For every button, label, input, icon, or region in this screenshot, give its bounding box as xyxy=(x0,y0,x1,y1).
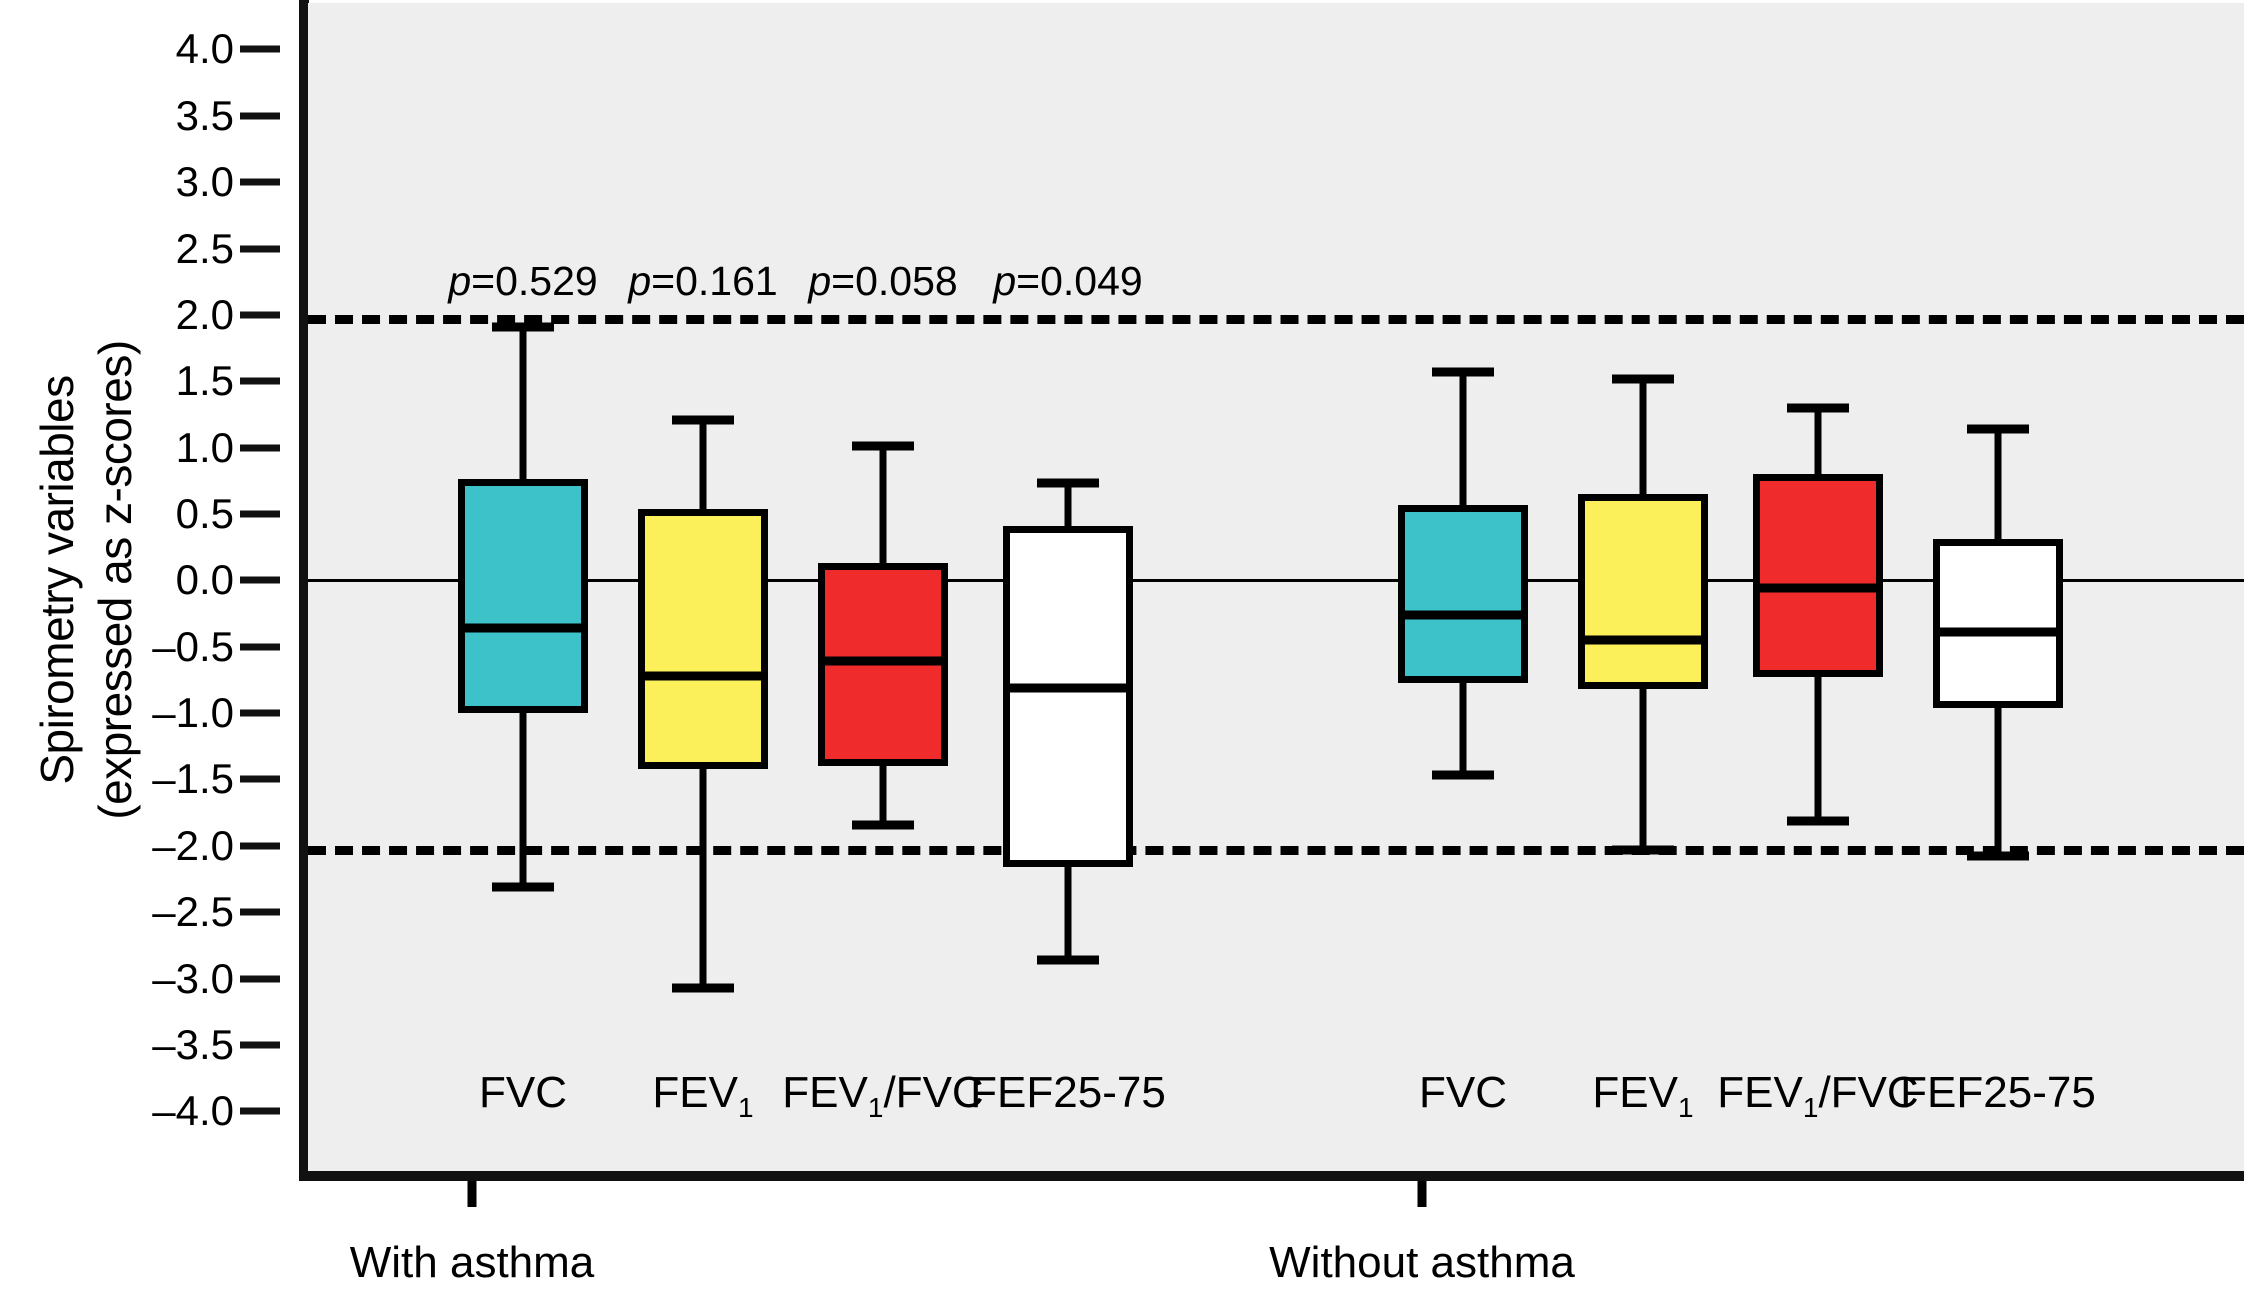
median-line xyxy=(1003,683,1133,693)
category-label: FEV1 xyxy=(652,1068,754,1123)
p-value-annotation: p=0.058 xyxy=(808,258,958,304)
p-value-annotation: p=0.161 xyxy=(628,258,778,304)
whisker-cap-upper xyxy=(672,415,734,425)
x-axis-line xyxy=(299,1171,2244,1181)
whisker-cap-lower xyxy=(852,820,914,830)
whisker-cap-upper xyxy=(1037,478,1099,488)
y-axis-tick-mark xyxy=(240,178,280,186)
whisker-cap-upper xyxy=(492,322,554,332)
box-plot-box[interactable] xyxy=(1398,504,1528,683)
category-label-subscript: 1 xyxy=(738,1092,754,1123)
box-plot-box[interactable] xyxy=(638,508,768,769)
y-axis-line xyxy=(299,0,309,1180)
whisker-cap-upper xyxy=(852,441,914,451)
y-axis-tick-label: –0.5 xyxy=(152,622,234,670)
category-label: FEF25-75 xyxy=(970,1068,1166,1117)
y-axis-tick-label: –1.0 xyxy=(152,689,234,737)
y-axis-tick-mark xyxy=(240,975,280,983)
y-axis-tick-mark xyxy=(240,1107,280,1115)
y-axis-tick-label: 2.5 xyxy=(175,224,234,272)
y-axis-tick-mark xyxy=(240,842,280,850)
median-line xyxy=(638,671,768,681)
y-axis-tick-label: 1.0 xyxy=(175,423,234,471)
category-label: FEF25-75 xyxy=(1900,1068,2096,1117)
zero-line xyxy=(308,579,2244,583)
group-tick-mark xyxy=(467,1181,477,1207)
category-label: FEV1/FVC xyxy=(1717,1068,1919,1123)
y-axis-tick-mark xyxy=(240,510,280,518)
group-label: Without asthma xyxy=(1269,1238,1575,1287)
y-axis-title-line1: Spirometry variables xyxy=(31,375,83,785)
y-axis-tick-mark xyxy=(240,45,280,53)
category-label-subscript: 1 xyxy=(1802,1092,1819,1123)
whisker-cap-lower xyxy=(1037,955,1099,965)
median-line xyxy=(818,656,948,666)
y-axis-tick-label: 3.5 xyxy=(175,91,234,139)
reference-line xyxy=(308,314,2244,324)
median-line xyxy=(1398,610,1528,620)
y-axis-tick-label: 2.0 xyxy=(175,290,234,338)
y-axis-tick-label: 1.5 xyxy=(175,357,234,405)
y-axis-tick-label: 4.0 xyxy=(175,25,234,73)
y-axis-tick-mark xyxy=(240,112,280,120)
y-axis-tick-label: 0.5 xyxy=(175,490,234,537)
y-axis-tick-mark xyxy=(240,576,280,584)
y-axis-tick-label: –2.5 xyxy=(152,888,234,936)
whisker-cap-lower xyxy=(1432,770,1494,780)
whisker-cap-lower xyxy=(1612,845,1674,855)
y-axis-tick-mark xyxy=(240,245,280,253)
y-axis-tick-label: 3.0 xyxy=(175,158,234,206)
y-axis-tick-mark xyxy=(240,775,280,783)
group-label: With asthma xyxy=(349,1238,595,1287)
y-axis-tick-label: –4.0 xyxy=(152,1087,234,1135)
p-symbol: p xyxy=(628,258,652,304)
y-axis-ticks: 4.0 3.5 3.0 2.5 2.0 1.5 1.0 0.5 0.0 –0.5 –1.0 –1.5 –… xyxy=(120,0,280,1315)
whisker-cap-lower xyxy=(672,983,734,993)
p-symbol: p xyxy=(448,258,472,304)
y-axis-tick-label: 0.0 xyxy=(175,556,234,604)
box-plot-box[interactable] xyxy=(1753,474,1883,678)
p-value-annotation: p=0.529 xyxy=(448,258,598,304)
median-line xyxy=(1578,635,1708,645)
whisker-cap-upper xyxy=(1432,367,1494,377)
category-label-subscript: 1 xyxy=(1678,1092,1694,1123)
p-symbol: p xyxy=(993,258,1017,304)
median-line xyxy=(1753,583,1883,593)
whisker-cap-upper xyxy=(1612,374,1674,384)
box-plot-box[interactable] xyxy=(1003,525,1133,868)
whisker-cap-lower xyxy=(1967,851,2029,861)
median-line xyxy=(1933,627,2063,637)
whisker-cap-upper xyxy=(1787,403,1849,413)
y-axis-tick-label: –2.0 xyxy=(152,821,234,869)
y-axis-tick-mark xyxy=(240,444,280,452)
y-axis-tick-mark xyxy=(240,311,280,319)
category-label-subscript: 1 xyxy=(867,1092,884,1123)
box-plot-box[interactable] xyxy=(458,479,588,714)
y-axis-tick-mark xyxy=(240,1041,280,1049)
y-axis-tick-mark xyxy=(240,908,280,916)
y-axis-tick-label: –3.0 xyxy=(152,954,234,1002)
box-plot-box[interactable] xyxy=(1578,494,1708,690)
median-line xyxy=(458,623,588,633)
y-axis-tick-mark xyxy=(240,377,280,385)
y-axis-tick-label: –3.5 xyxy=(152,1020,234,1068)
group-tick-mark xyxy=(1417,1181,1427,1207)
y-axis-tick-mark xyxy=(240,643,280,651)
y-axis-tick-mark xyxy=(240,709,280,717)
p-value-annotation: p=0.049 xyxy=(993,258,1143,304)
whisker-cap-lower xyxy=(492,882,554,892)
category-label: FEV1/FVC xyxy=(782,1068,984,1123)
category-label: FEV1 xyxy=(1592,1068,1694,1123)
p-symbol: p xyxy=(808,258,832,304)
whisker-cap-upper xyxy=(1967,424,2029,434)
category-label: FVC xyxy=(479,1068,567,1117)
box-plot-box[interactable] xyxy=(1933,539,2063,708)
category-label: FVC xyxy=(1419,1068,1507,1117)
whisker-cap-lower xyxy=(1787,816,1849,826)
y-axis-tick-label: –1.5 xyxy=(152,755,234,803)
reference-line xyxy=(308,845,2244,855)
